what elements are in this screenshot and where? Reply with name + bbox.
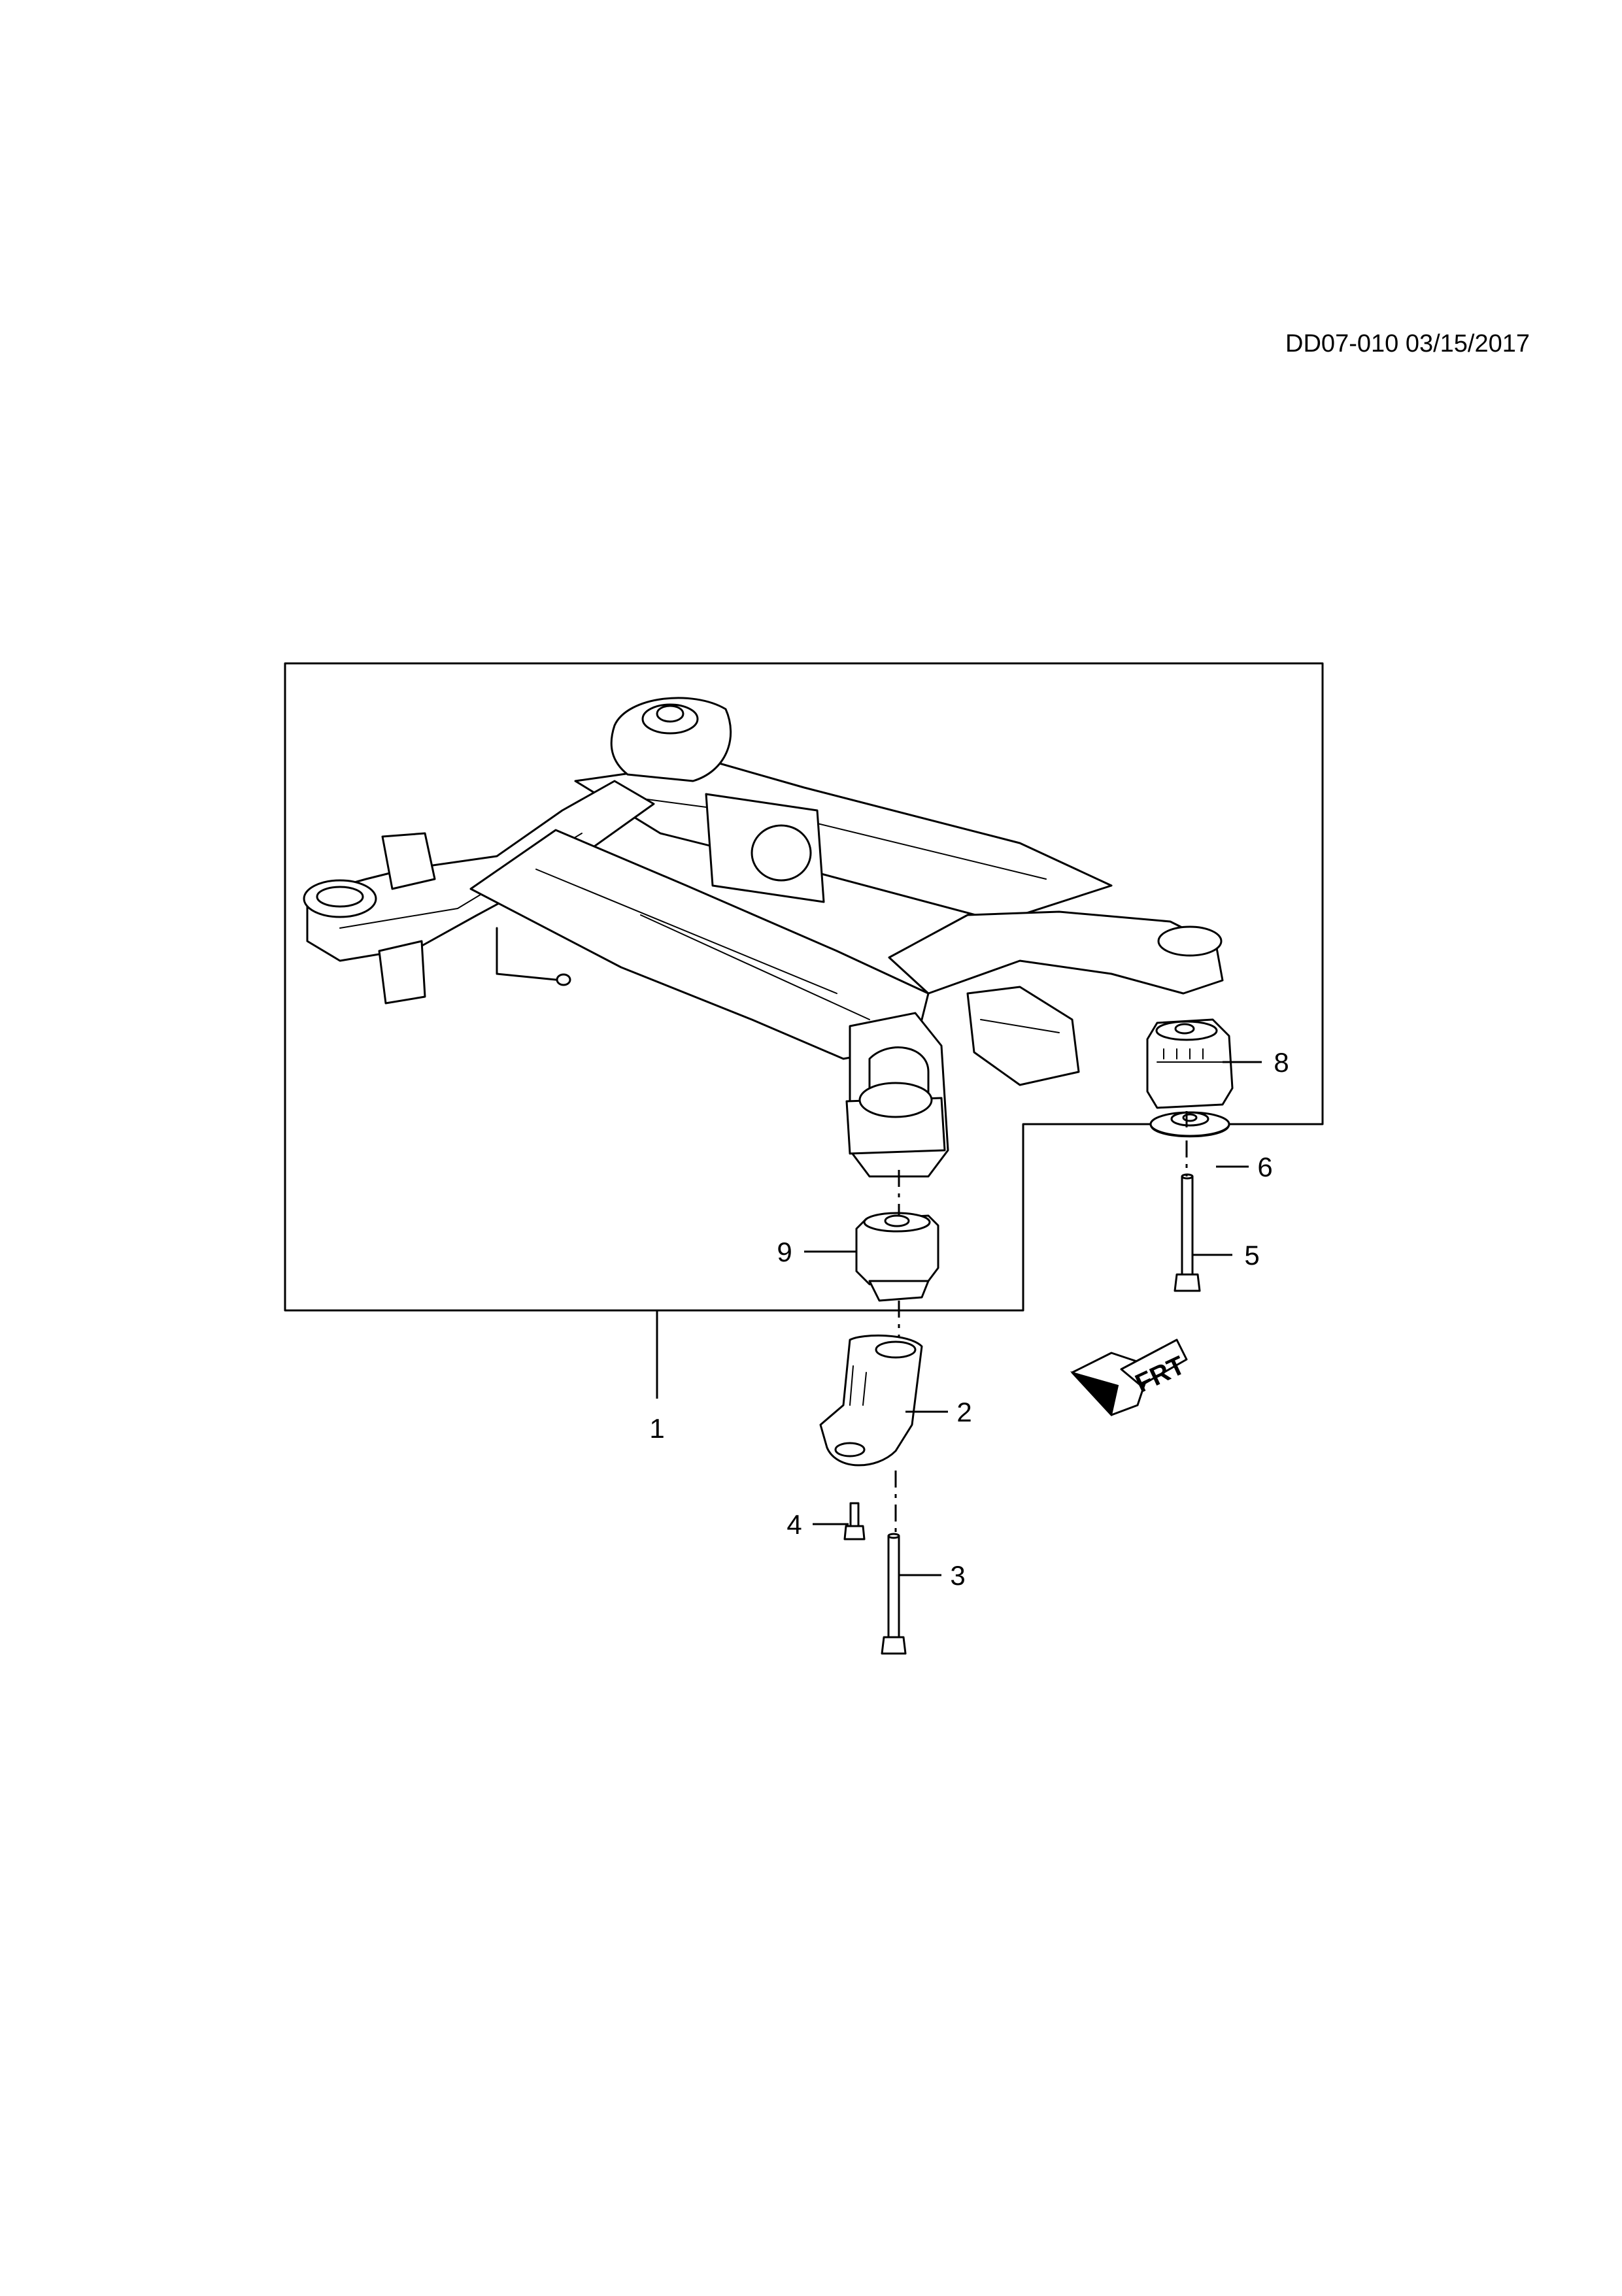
bushing-8-drawing xyxy=(1146,1018,1234,1109)
callout-8: 8 xyxy=(1274,1047,1289,1078)
callout-6: 6 xyxy=(1257,1152,1272,1182)
callout-4: 4 xyxy=(786,1509,802,1540)
bolt-3-drawing xyxy=(881,1533,907,1655)
bolt-5-drawing xyxy=(1174,1173,1201,1292)
callout-9: 9 xyxy=(777,1237,792,1267)
subframe-assembly-frame xyxy=(284,662,1324,1312)
document-reference: DD07-010 03/15/2017 xyxy=(1285,330,1530,358)
bracket-2-drawing xyxy=(819,1335,923,1467)
callout-3: 3 xyxy=(950,1560,965,1591)
bushing-9-drawing xyxy=(855,1212,939,1302)
callout-numbers: 1 2 3 4 5 6 8 9 xyxy=(649,1047,1289,1591)
front-direction-arrow-icon: FRT xyxy=(1070,1339,1189,1417)
callout-5: 5 xyxy=(1244,1240,1259,1271)
washer-6-drawing xyxy=(1149,1111,1230,1138)
callout-2: 2 xyxy=(956,1397,972,1427)
bolt-4-drawing xyxy=(843,1502,866,1540)
callout-leaders xyxy=(656,1061,1262,1576)
callout-1: 1 xyxy=(649,1413,664,1444)
rear-subframe-drawing xyxy=(303,697,1224,1178)
